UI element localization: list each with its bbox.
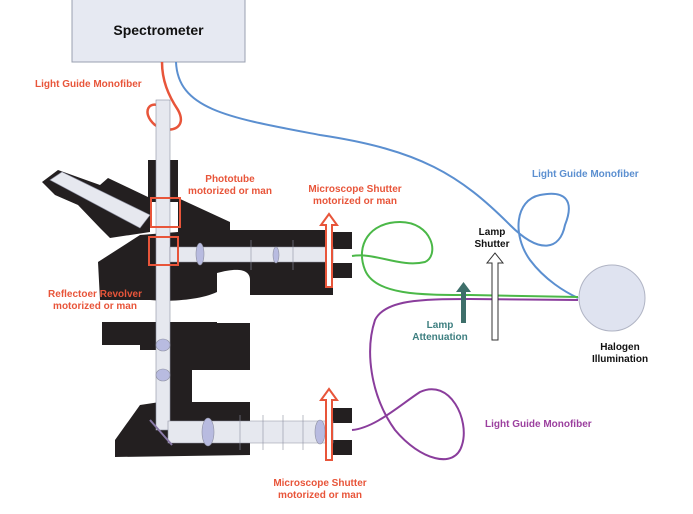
lamp-shutter-arrow bbox=[485, 252, 505, 341]
fiber-green bbox=[351, 220, 579, 298]
label-line: Halogen bbox=[600, 342, 640, 353]
label-line: motorized or man bbox=[313, 196, 397, 207]
label-line: Microscope Shutter bbox=[273, 478, 367, 489]
halogen-label: Halogen Illumination bbox=[580, 342, 660, 366]
fiber-blue bbox=[175, 61, 579, 299]
lamp-shutter-label: Lamp Shutter bbox=[462, 227, 522, 251]
lamp-attenuation-arrow bbox=[456, 282, 471, 323]
lamp-attenuation-label: Lamp Attenuation bbox=[400, 320, 480, 344]
shutter-lower-label: Microscope Shutter motorized or man bbox=[260, 478, 380, 502]
shutter-arrow-upper bbox=[319, 212, 339, 288]
halogen-lamp bbox=[578, 264, 646, 332]
label-line: motorized or man bbox=[188, 186, 272, 197]
reflector-marker bbox=[148, 236, 179, 266]
fiber-purple-label: Light Guide Monofiber bbox=[485, 419, 592, 430]
fiber-orange bbox=[146, 61, 182, 160]
fiber-blue-label: Light Guide Monofiber bbox=[532, 169, 639, 180]
reflector-label: Reflectoer Revolver motorized or man bbox=[35, 289, 155, 313]
label-line: Phototube bbox=[205, 174, 255, 185]
shutter-arrow-lower bbox=[319, 387, 339, 461]
shutter-upper-label: Microscope Shutter motorized or man bbox=[295, 184, 415, 208]
label-line: Lamp bbox=[426, 320, 454, 331]
phototube-label: Phototube motorized or man bbox=[180, 174, 280, 198]
label-line: Microscope Shutter bbox=[308, 184, 402, 195]
label-line: Attenuation bbox=[412, 332, 468, 343]
label-line: Shutter bbox=[474, 239, 510, 250]
spectrometer-box bbox=[71, 0, 246, 63]
label-line: Illumination bbox=[591, 354, 649, 365]
label-line: Reflectoer Revolver bbox=[48, 289, 142, 300]
fiber-purple bbox=[351, 297, 579, 461]
phototube-marker bbox=[150, 197, 181, 228]
label-line: motorized or man bbox=[278, 490, 362, 501]
label-line: motorized or man bbox=[53, 301, 137, 312]
spectrometer-label: Spectrometer bbox=[113, 22, 204, 38]
fiber-spectrometer-label: Light Guide Monofiber bbox=[35, 79, 142, 90]
label-line: Lamp bbox=[478, 227, 506, 238]
